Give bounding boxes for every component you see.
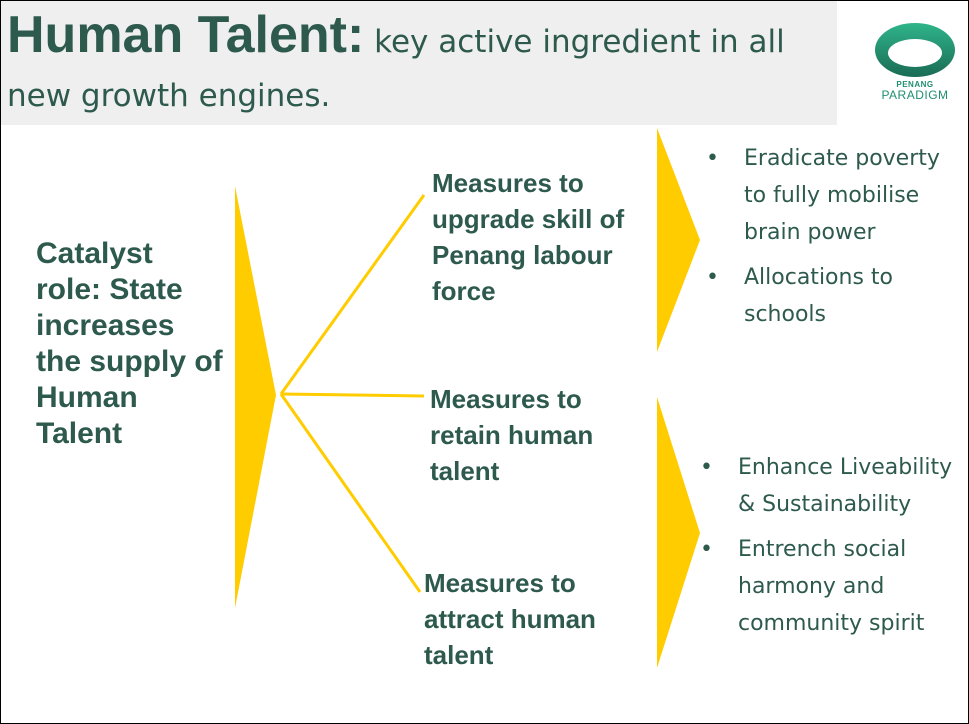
measure-upgrade-skill: Measures to upgrade skill of Penang labo… <box>432 168 625 306</box>
title-bar: Human Talent: key active ingredient in a… <box>1 1 837 125</box>
measure-attract-talent: Measures to attract human talent <box>424 568 596 670</box>
left-yellow-wedge <box>235 186 276 608</box>
connector-middle <box>280 392 425 398</box>
bullet-social-harmony: Entrench social harmony and community sp… <box>700 531 965 642</box>
lower-yellow-arrow <box>657 397 700 668</box>
bullet-allocations-schools: Allocations to schools <box>706 259 956 333</box>
bullet-eradicate-poverty: Eradicate poverty to fully mobilise brai… <box>706 140 956 251</box>
logo-text-penang: PENANG <box>896 80 934 89</box>
title-strong: Human Talent: <box>7 6 365 64</box>
slide-title: Human Talent: key active ingredient in a… <box>7 9 785 61</box>
penang-paradigm-logo: PENANG PARADIGM <box>868 22 962 112</box>
bullet-enhance-liveability: Enhance Liveability & Sustainability <box>700 449 965 523</box>
logo-text-paradigm: PARADIGM <box>881 88 949 102</box>
measure-retain-talent: Measures to retain human talent <box>430 384 594 486</box>
lower-bullet-list: Enhance Liveability & Sustainability Ent… <box>700 449 965 650</box>
ring-logo-icon <box>875 23 955 77</box>
connector-upper <box>279 194 426 395</box>
title-rest: key active ingredient in all <box>364 24 785 60</box>
upper-yellow-arrow <box>657 128 700 352</box>
catalyst-text: Catalyst role: State increases the suppl… <box>36 237 223 450</box>
title-line2: new growth engines. <box>7 78 331 114</box>
connector-lower <box>279 393 422 593</box>
upper-bullet-list: Eradicate poverty to fully mobilise brai… <box>706 140 956 341</box>
